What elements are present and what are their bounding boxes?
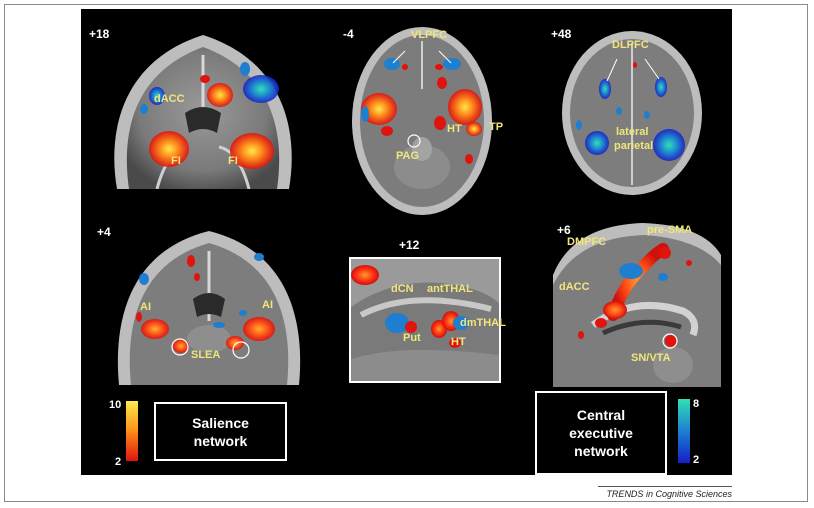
executive-scale-max: 8	[693, 398, 700, 410]
slice-label: +4	[97, 225, 111, 239]
region-label-lateral: lateral	[616, 126, 649, 138]
region-label-ai-right: AI	[262, 299, 273, 311]
slice-label: -4	[343, 27, 354, 41]
region-label-dacc: dACC	[154, 93, 185, 105]
salience-box-line: Salience	[192, 414, 249, 431]
region-label-dmpfc: DMPFC	[567, 236, 607, 248]
region-label-antthal: antTHAL	[427, 283, 473, 295]
region-label-parietal: parietal	[614, 140, 654, 152]
region-label-dmthal: dmTHAL	[460, 317, 506, 329]
panel-sagittal-6	[553, 215, 721, 387]
region-label-dcn: dCN	[391, 283, 414, 295]
axial-slice-image	[352, 27, 492, 215]
region-label-fi-left: FI	[171, 155, 181, 167]
coronal-slice-image	[114, 35, 292, 189]
salience-scale-min: 2	[115, 456, 122, 468]
slice-label: +12	[399, 238, 420, 252]
executive-box-line: network	[574, 443, 628, 459]
panel-axial-minus4	[347, 19, 497, 219]
journal-credit: TRENDS in Cognitive Sciences	[606, 489, 732, 499]
salience-colorbar	[126, 401, 138, 461]
brain-figure: +18 dACC FI FI	[81, 9, 732, 475]
region-label-snvta: SN/VTA	[631, 352, 671, 364]
region-label-fi-right: FI	[228, 155, 238, 167]
region-label-ht: HT	[451, 336, 466, 348]
panel-coronal-18	[97, 21, 309, 189]
region-label-tp: TP	[489, 121, 504, 133]
inset-slice-image	[351, 259, 499, 381]
slice-label: +48	[551, 27, 572, 41]
panel-coronal-4	[109, 221, 309, 385]
region-label-dacc: dACC	[559, 281, 590, 293]
region-label-ai-left: AI	[140, 301, 151, 313]
salience-scale-max: 10	[109, 399, 122, 411]
salience-network-box: Salience network	[154, 402, 287, 461]
region-label-put: Put	[403, 332, 421, 344]
coronal-slice-image	[117, 231, 301, 385]
slice-label: +6	[557, 223, 571, 237]
region-label-vlpfc: VLPFC	[411, 29, 448, 41]
sagittal-slice-image	[553, 223, 721, 387]
salience-box-line: network	[193, 432, 248, 449]
executive-network-box: Central executive network	[535, 391, 667, 475]
credit-rule	[598, 486, 732, 487]
panel-axial-48	[559, 25, 705, 197]
region-label-pag: PAG	[396, 150, 420, 162]
axial-slice-image	[562, 31, 702, 195]
executive-colorbar	[678, 399, 690, 463]
region-label-slea: SLEA	[191, 349, 221, 361]
slice-label: +18	[89, 27, 110, 41]
region-label-presma: pre-SMA	[647, 224, 693, 236]
executive-scale-min: 2	[693, 454, 700, 466]
region-label-ht: HT	[447, 123, 462, 135]
panel-inset-12	[349, 257, 501, 383]
region-label-dlpfc: DLPFC	[612, 39, 649, 51]
executive-box-line: executive	[569, 425, 633, 441]
executive-box-line: Central	[576, 407, 626, 423]
